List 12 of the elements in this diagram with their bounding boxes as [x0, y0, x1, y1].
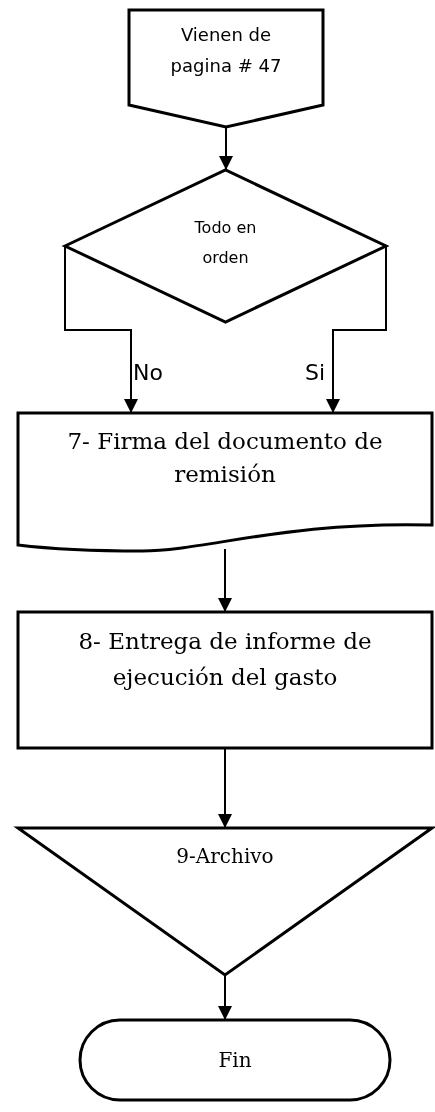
node-text: Fin	[218, 1048, 252, 1072]
node-text: 8- Entrega de informe de ejecución del gasto	[77, 627, 373, 692]
node-text: 7- Firma del documento de remisión	[66, 427, 384, 490]
arrow	[219, 126, 233, 171]
node-text: Vienen de pagina # 47	[169, 23, 283, 78]
arrow	[218, 548, 232, 613]
node-text: 9-Archivo	[176, 843, 274, 870]
arrow	[218, 747, 232, 829]
node-text: Todo en orden	[193, 216, 258, 269]
arrow	[64, 245, 138, 414]
arrow	[326, 245, 387, 414]
arrow	[218, 974, 232, 1021]
